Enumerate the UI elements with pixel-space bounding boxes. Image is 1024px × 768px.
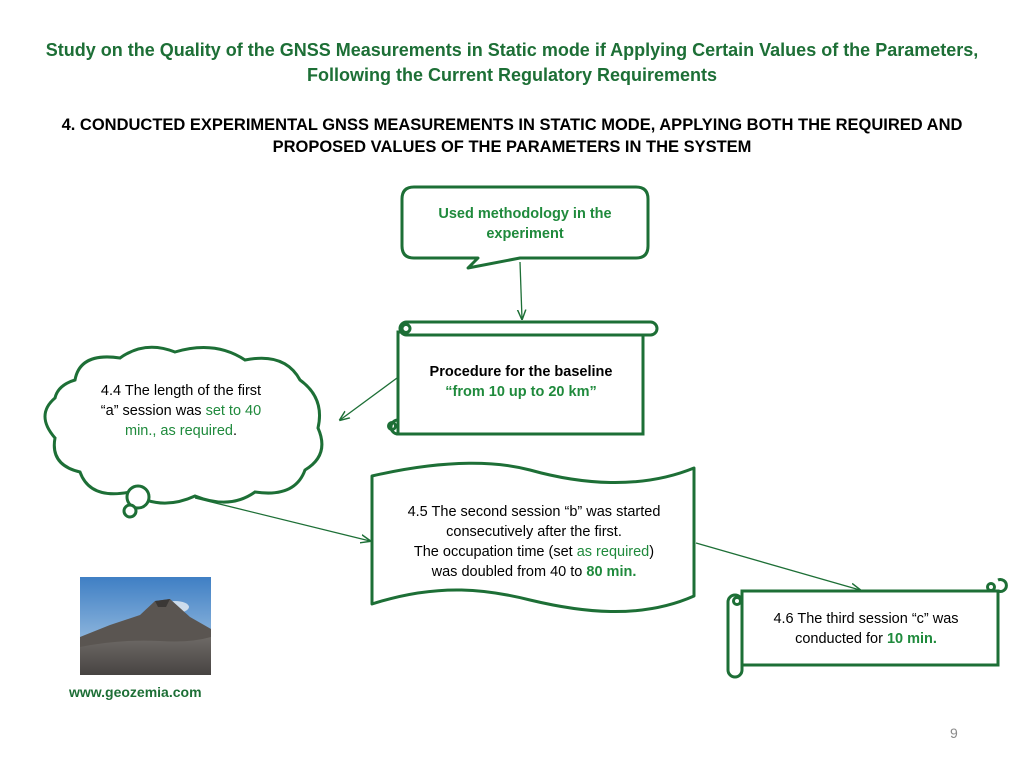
- session-a-cloud-shape: [43, 345, 324, 519]
- session-b-duration: 80 min.: [586, 564, 637, 580]
- connector-session-b-to-session-c: [695, 542, 860, 590]
- procedure-range: “from 10 up to 20 km”: [445, 384, 597, 400]
- session-b-line1: 4.5 The second session “b” was started c…: [407, 504, 661, 540]
- session-a-pre: 4.4 The length of the first “a” session …: [100, 383, 262, 419]
- slide-title: Study on the Quality of the GNSS Measure…: [45, 40, 979, 85]
- session-c-text: 4.6 The third session “c” was conducted …: [752, 609, 980, 649]
- session-b-line2: The occupation time (set as required): [413, 544, 655, 560]
- section-heading: 4. CONDUCTED EXPERIMENTAL GNSS MEASUREME…: [61, 116, 963, 156]
- methodology-label: Used methodology in the experiment: [438, 206, 612, 242]
- session-b-highlight: as required: [576, 544, 650, 560]
- connector-procedure-to-session-a: [340, 377, 398, 420]
- methodology-callout-shape: [400, 185, 650, 270]
- session-a-highlight: set to 40 min., as required: [124, 403, 262, 439]
- volcano-landscape-photo: [80, 577, 211, 675]
- page-number: 9: [950, 725, 958, 741]
- session-b-wave-shape: [370, 461, 696, 613]
- session-c-pre: 4.6 The third session “c” was conducted …: [773, 611, 959, 647]
- procedure-label: Procedure for the baseline “from 10 up t…: [402, 362, 640, 402]
- session-b-text: 4.5 The second session “b” was started c…: [376, 502, 692, 582]
- session-a-text: 4.4 The length of the first “a” session …: [96, 381, 266, 441]
- session-b-line3: was doubled from 40 to 80 min.: [431, 564, 637, 580]
- session-a-post: .: [232, 423, 238, 439]
- website-link[interactable]: www.geozemia.com: [69, 684, 202, 700]
- session-c-duration: 10 min.: [886, 631, 937, 647]
- session-c-scroll-shape: [726, 578, 1008, 679]
- procedure-line1: Procedure for the baseline: [429, 364, 613, 380]
- connector-session-a-to-session-b: [194, 497, 370, 541]
- procedure-scroll-shape: [387, 320, 659, 436]
- connector-methodology-to-procedure: [520, 261, 522, 319]
